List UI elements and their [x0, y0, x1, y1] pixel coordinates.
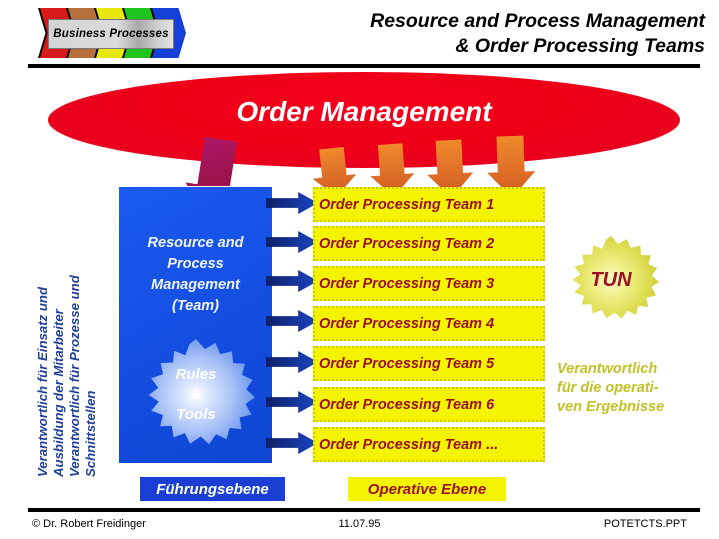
navy-right-arrow-icon	[266, 270, 318, 292]
blue-box-title-line: Process	[167, 256, 224, 273]
operative-results-note: Verantwortlich für die operati- ven Erge…	[557, 360, 717, 417]
team-label: Order Processing Team 5	[319, 355, 495, 372]
tun-starburst: TUN	[572, 236, 659, 319]
team-label: Order Processing Team 4	[319, 315, 495, 332]
team-label: Order Processing Team 3	[319, 275, 495, 292]
navy-right-arrow-icon	[266, 231, 318, 253]
logo-label: Business Processes	[53, 28, 169, 40]
order-processing-team-box[interactable]: Order Processing Team 4	[313, 306, 545, 341]
navy-right-arrow-icon	[266, 351, 318, 373]
blue-box-title-line: Resource and	[147, 235, 244, 251]
navy-right-arrow-icon	[266, 192, 318, 214]
order-processing-team-box[interactable]: Order Processing Team 1	[313, 187, 545, 222]
resource-process-management-box: Resource and Process Management (Team) R…	[118, 186, 273, 464]
navy-right-arrow-icon	[266, 310, 318, 332]
operative-level-label-box: Operative Ebene	[348, 477, 506, 501]
team-label: Order Processing Team 1	[319, 196, 495, 213]
vertical-text-line: Verantwortlich für Einsatz und	[35, 286, 50, 477]
vertical-text-line: Verantwortlich für Prozesse und	[67, 275, 82, 477]
page-title: Resource and Process Management & Order …	[185, 9, 705, 59]
operative-level-label: Operative Ebene	[367, 480, 487, 498]
footer-divider	[28, 508, 700, 512]
rules-tools-line: Tools	[176, 405, 216, 423]
order-management-banner	[48, 72, 680, 168]
page-title-line2: & Order Processing Teams	[455, 34, 705, 57]
navy-right-arrow-icon	[266, 432, 318, 454]
tun-label: TUN	[590, 268, 632, 291]
order-processing-team-box[interactable]: Order Processing Team 3	[313, 266, 545, 301]
team-label: Order Processing Team ...	[319, 436, 499, 453]
order-processing-team-box[interactable]: Order Processing Team 2	[313, 226, 545, 261]
operative-results-line: für die operati-	[557, 380, 659, 397]
rules-tools-label: Rules & Tools	[176, 365, 217, 424]
vertical-text-line: Schnittstellen	[83, 390, 98, 477]
footer-date: 11.07.95	[338, 518, 381, 530]
header-divider	[28, 64, 700, 68]
blue-box-title: Resource and Process Management (Team)	[119, 233, 272, 317]
rules-tools-line: Rules	[175, 366, 217, 384]
order-management-banner-label: Order Management	[236, 96, 492, 127]
operative-results-line: Verantwortlich	[557, 361, 658, 377]
management-level-label: Führungsebene	[156, 480, 269, 498]
blue-box-title-line: Management	[151, 277, 240, 294]
team-label: Order Processing Team 6	[319, 396, 495, 413]
team-label: Order Processing Team 2	[319, 235, 495, 252]
page-title-line1: Resource and Process Management	[370, 10, 705, 32]
order-processing-team-box[interactable]: Order Processing Team ...	[313, 427, 545, 462]
navy-right-arrow-icon	[266, 391, 318, 413]
business-processes-logo: Business Processes	[38, 8, 193, 58]
rules-tools-starburst: Rules & Tools	[148, 339, 255, 445]
logo-plate: Business Processes	[48, 19, 174, 49]
rules-tools-line: &	[190, 386, 202, 404]
order-processing-team-box[interactable]: Order Processing Team 6	[313, 387, 545, 422]
management-level-label-box: Führungsebene	[140, 477, 285, 501]
operative-results-line: ven Ergebnisse	[557, 399, 665, 416]
vertical-text-line: Ausbildung der Mitarbeiter	[51, 309, 66, 477]
order-processing-team-box[interactable]: Order Processing Team 5	[313, 346, 545, 381]
blue-box-title-line: (Team)	[172, 298, 219, 315]
footer-copyright: © Dr. Robert Freidinger	[32, 518, 146, 530]
footer-filename: POTETCTS.PPT	[603, 518, 687, 530]
